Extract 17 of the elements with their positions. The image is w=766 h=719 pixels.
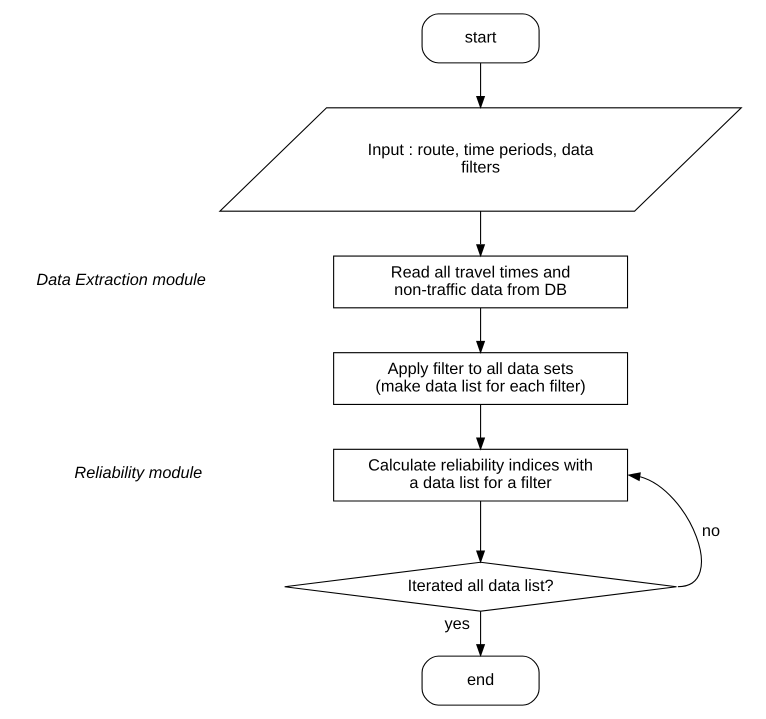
node-box: Apply filter to all data sets (make data list for each filter) (332, 352, 628, 405)
arrow (476, 63, 485, 110)
node-box: Calculate reliability indices with a data list for a filter (332, 448, 628, 502)
node-box: start (421, 13, 540, 64)
arrow (476, 404, 485, 451)
node-box: end (421, 656, 540, 706)
edge-label: no (701, 522, 720, 540)
arrow (476, 308, 485, 354)
arrow (626, 472, 702, 588)
label: Data Extraction module (36, 270, 206, 289)
arrow (476, 612, 485, 658)
node-diamond: Iterated all data list? (284, 562, 677, 612)
label: Reliability module (74, 464, 202, 482)
arrow (476, 211, 485, 258)
node-box: Read all travel times and non-traffic data from DB (332, 256, 628, 308)
edge-label: yes (444, 614, 470, 633)
arrow (476, 501, 485, 564)
